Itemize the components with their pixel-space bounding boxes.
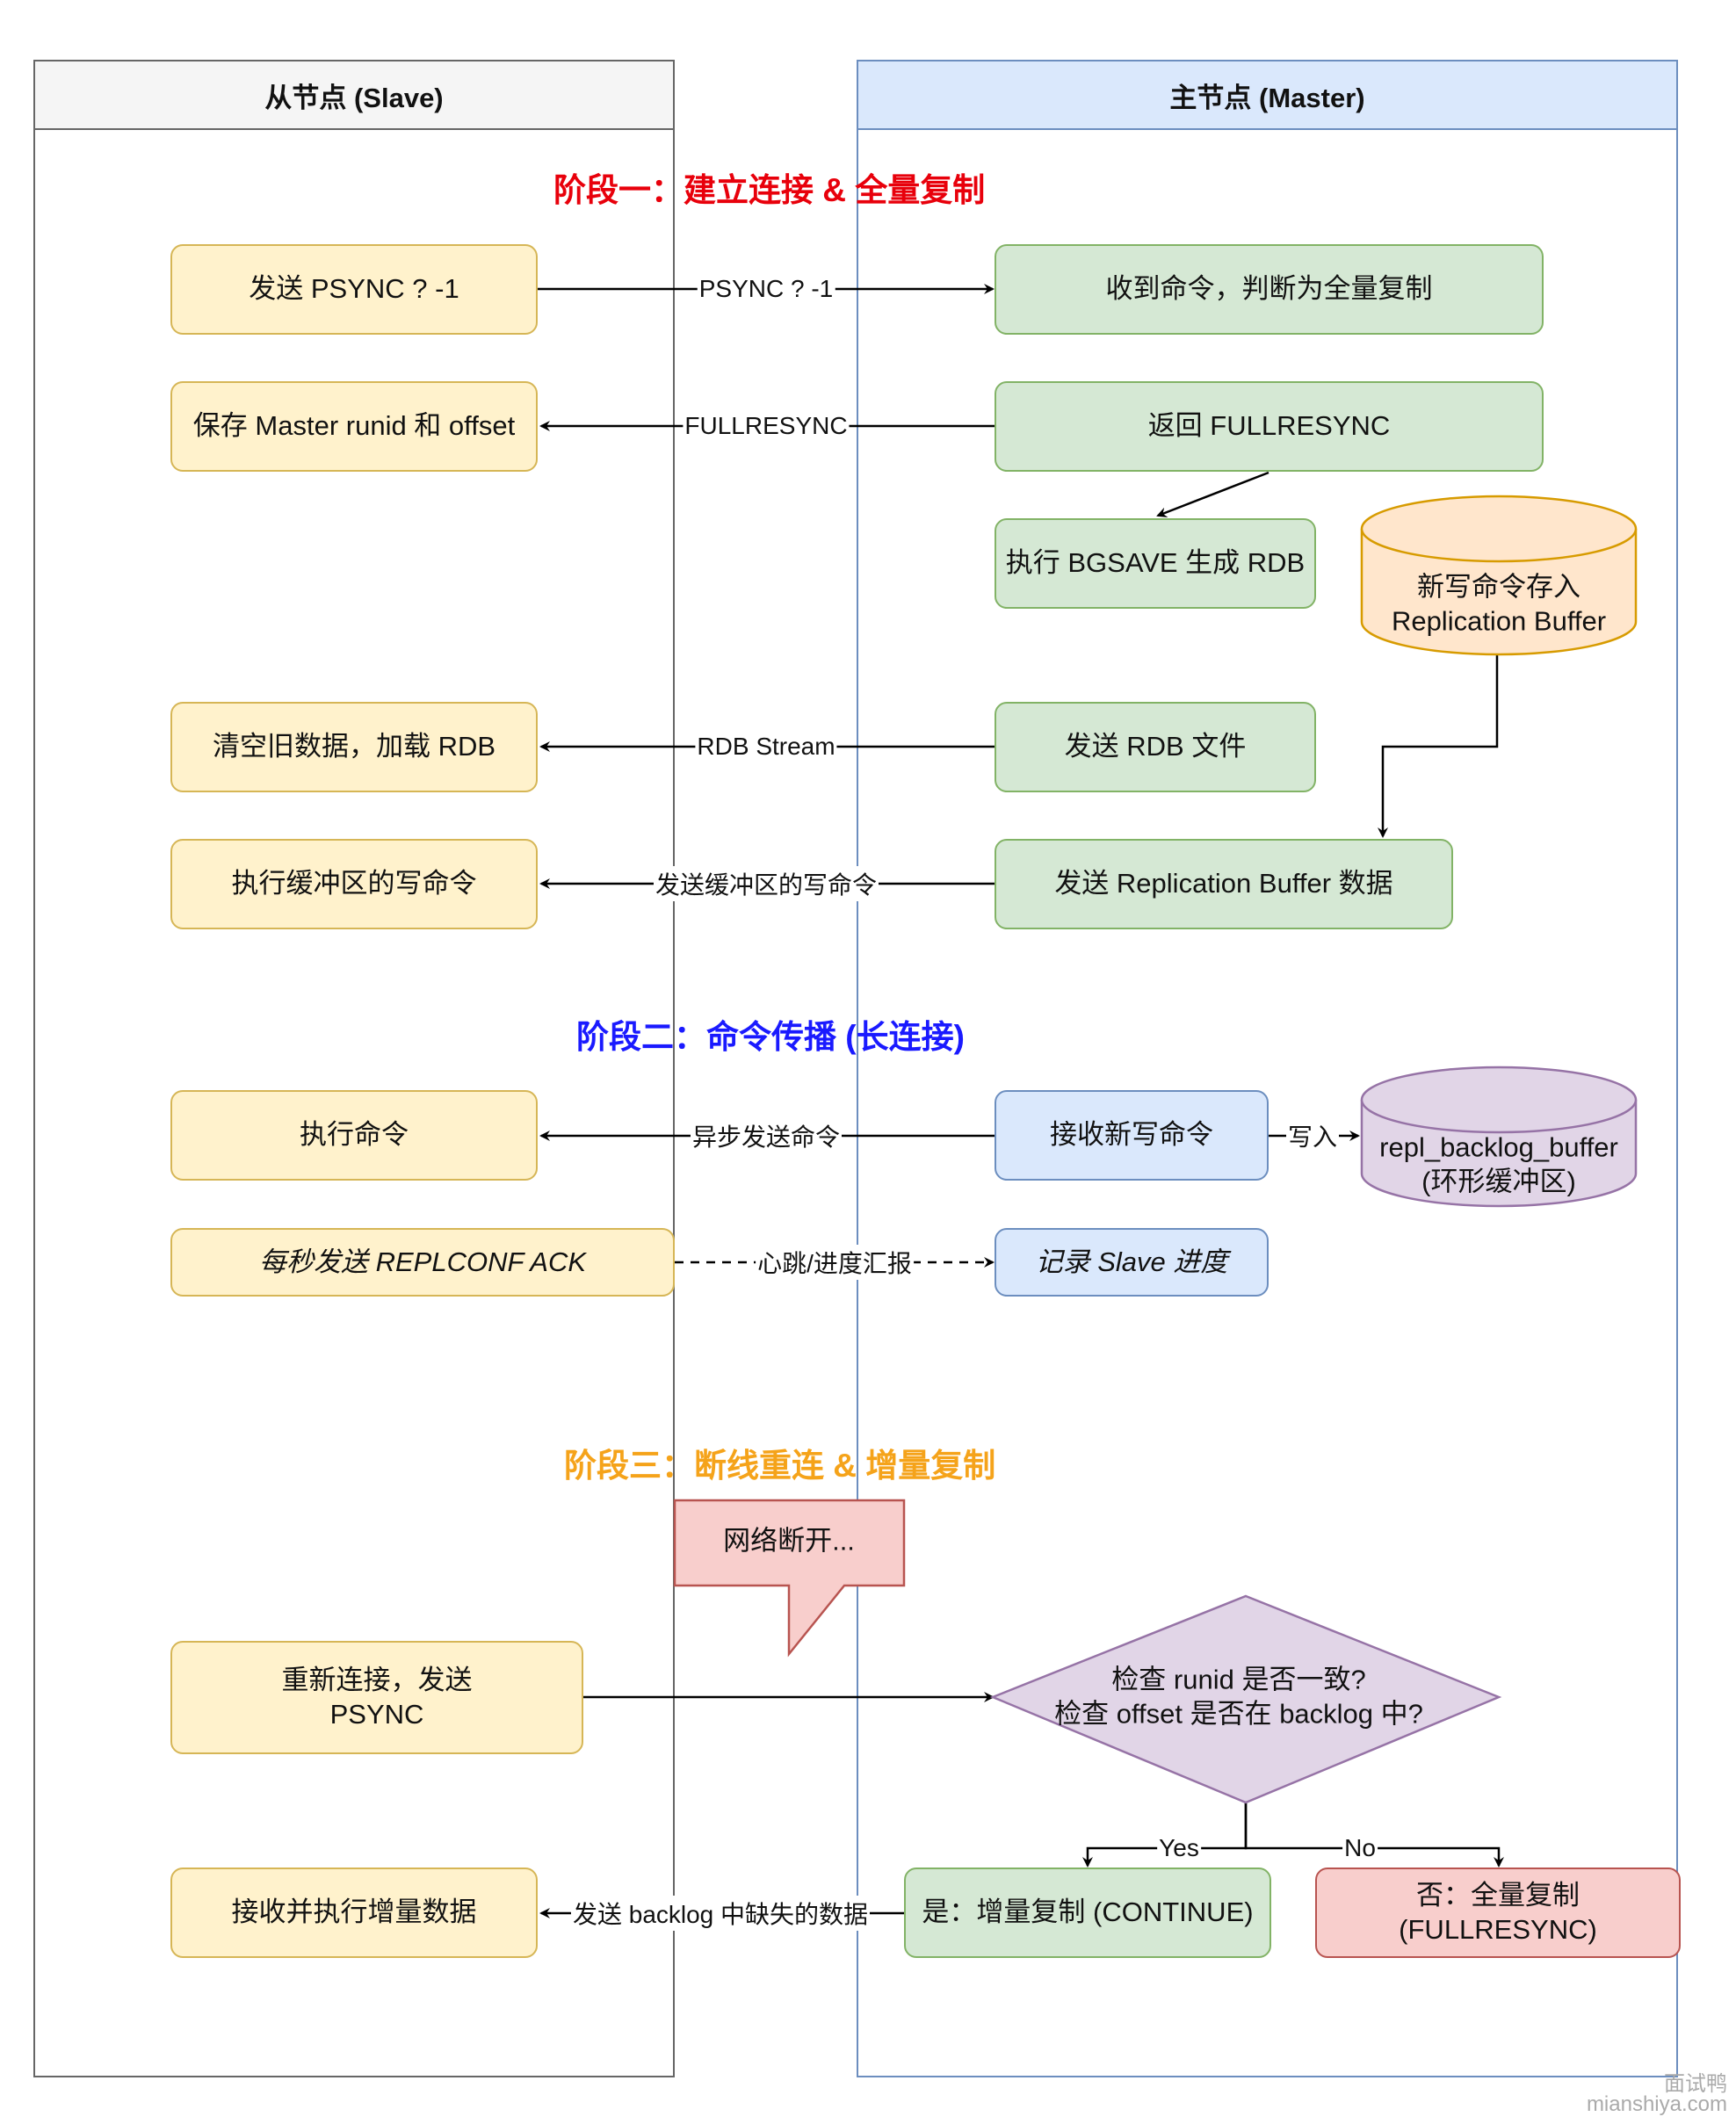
node-send-rdb-file[interactable]: 发送 RDB 文件: [995, 702, 1316, 792]
check-line-2: 检查 offset 是否在 backlog 中?: [1054, 1698, 1423, 1729]
phase-1-title: 阶段一：建立连接 & 全量复制: [553, 172, 986, 208]
backlog-buffer-label: repl_backlog_buffer (环形缓冲区): [1379, 1131, 1618, 1199]
slave-lane-header: 从节点 (Slave): [33, 60, 675, 130]
edge-label-write-in: 写入: [1285, 1118, 1340, 1153]
node-recv-new-write[interactable]: 接收新写命令: [995, 1090, 1269, 1181]
reconnect-line-1: 重新连接，发送: [281, 1664, 473, 1695]
network-callout-shape: [673, 1499, 906, 1658]
node-bgsave-rdb[interactable]: 执行 BGSAVE 生成 RDB: [995, 518, 1316, 609]
phase-2-title: 阶段二：命令传播 (长连接): [576, 1019, 965, 1055]
master-lane-header: 主节点 (Master): [857, 60, 1678, 130]
replication-buffer-label: 新写命令存入 Replication Buffer: [1392, 570, 1606, 639]
node-recv-judge-full[interactable]: 收到命令，判断为全量复制: [995, 244, 1544, 335]
node-send-psync[interactable]: 发送 PSYNC ? -1: [170, 244, 538, 335]
node-recv-incremental[interactable]: 接收并执行增量数据: [170, 1868, 538, 1958]
backlog-line-2: (环形缓冲区): [1421, 1166, 1576, 1196]
edge-label-rdb-stream: RDB Stream: [695, 733, 837, 761]
backlog-buffer-cylinder: [1360, 1066, 1638, 1208]
node-send-replconf-ack[interactable]: 每秒发送 REPLCONF ACK: [170, 1228, 675, 1297]
backlog-line-1: repl_backlog_buffer: [1379, 1131, 1618, 1163]
watermark-url: mianshiya.com: [1586, 2092, 1727, 2116]
node-send-replication-buffer[interactable]: 发送 Replication Buffer 数据: [995, 839, 1453, 929]
node-exec-buffer-writes[interactable]: 执行缓冲区的写命令: [170, 839, 538, 929]
edge-label-send-backlog: 发送 backlog 中缺失的数据: [570, 1896, 871, 1931]
phase-3-title: 阶段三：断线重连 & 增量复制: [564, 1448, 996, 1484]
check-diamond-label: 检查 runid 是否一致? 检查 offset 是否在 backlog 中?: [1054, 1663, 1423, 1731]
no-line-1: 否：全量复制: [1416, 1879, 1580, 1911]
edge-label-no: No: [1342, 1834, 1378, 1862]
edge-label-heartbeat: 心跳/进度汇报: [756, 1245, 914, 1280]
replication-buffer-cylinder: [1360, 495, 1638, 656]
edge-buffer-to-send: [1378, 654, 1499, 838]
edge-label-yes: Yes: [1157, 1834, 1201, 1862]
node-record-slave-progress[interactable]: 记录 Slave 进度: [995, 1228, 1269, 1297]
edge-label-async-send: 异步发送命令: [690, 1118, 843, 1153]
node-no-fullresync[interactable]: 否：全量复制 (FULLRESYNC): [1315, 1868, 1681, 1958]
node-yes-continue[interactable]: 是：增量复制 (CONTINUE): [904, 1868, 1271, 1958]
edge-label-fullresync: FULLRESYNC: [683, 412, 850, 440]
node-exec-command[interactable]: 执行命令: [170, 1090, 538, 1181]
watermark-cn: 面试鸭: [1664, 2072, 1727, 2096]
edge-label-send-buffer: 发送缓冲区的写命令: [653, 866, 879, 901]
check-diamond: [989, 1594, 1502, 1804]
replication-buffer-line-1: 新写命令存入: [1417, 571, 1580, 603]
reconnect-line-2: PSYNC: [329, 1698, 424, 1730]
no-line-2: (FULLRESYNC): [1399, 1913, 1597, 1945]
node-return-fullresync[interactable]: 返回 FULLRESYNC: [995, 381, 1544, 472]
node-reconnect-psync[interactable]: 重新连接，发送 PSYNC: [170, 1641, 583, 1754]
check-line-1: 检查 runid 是否一致?: [1111, 1664, 1366, 1695]
replication-buffer-line-2: Replication Buffer: [1391, 605, 1607, 636]
edge-bgsave: [1156, 471, 1269, 517]
node-save-runid-offset[interactable]: 保存 Master runid 和 offset: [170, 381, 538, 472]
edge-label-psync: PSYNC ? -1: [697, 275, 835, 303]
network-disconnect-label: 网络断开...: [723, 1525, 855, 1557]
node-clear-load-rdb[interactable]: 清空旧数据，加载 RDB: [170, 702, 538, 792]
